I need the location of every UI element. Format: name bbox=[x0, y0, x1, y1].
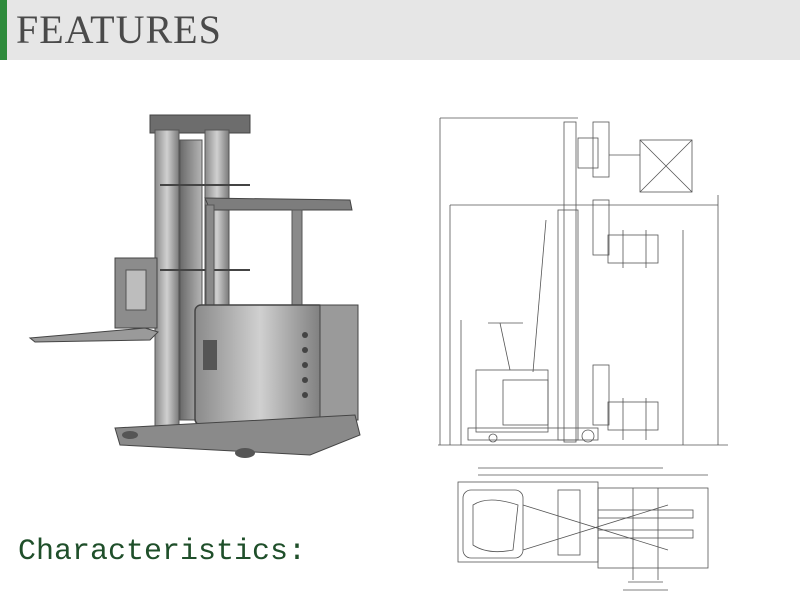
header-bar: FEATURES bbox=[0, 0, 800, 60]
header-accent-bar bbox=[0, 0, 7, 60]
characteristics-heading: Characteristics: bbox=[18, 535, 307, 569]
forklift-technical-drawing bbox=[438, 117, 728, 591]
page-title: FEATURES bbox=[16, 7, 222, 52]
forklift-photo bbox=[28, 114, 361, 458]
